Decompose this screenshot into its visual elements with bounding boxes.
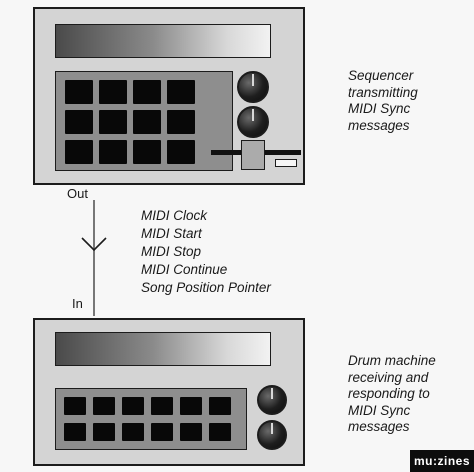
drum-pad xyxy=(180,397,202,415)
drum-pad xyxy=(122,423,144,441)
drum-pad xyxy=(209,397,231,415)
drum-pad xyxy=(64,423,86,441)
drum-machine-knob-lower xyxy=(257,420,287,450)
midi-message: MIDI Clock xyxy=(141,208,208,223)
drum-machine-caption-line: responding to xyxy=(348,386,430,401)
drum-machine-pad-panel xyxy=(55,388,247,450)
drum-pad xyxy=(151,423,173,441)
midi-message: MIDI Stop xyxy=(141,244,202,259)
drum-pad xyxy=(64,397,86,415)
sequencer-pad xyxy=(133,140,161,164)
midi-sync-message-list: MIDI Clock MIDI Start MIDI Stop MIDI Con… xyxy=(141,207,271,297)
drum-machine-knob-upper xyxy=(257,385,287,415)
drum-machine-caption: Drum machine receiving and responding to… xyxy=(348,353,436,436)
midi-message: Song Position Pointer xyxy=(141,280,271,295)
drum-pad xyxy=(209,423,231,441)
midi-message: MIDI Continue xyxy=(141,262,228,277)
sequencer-pad xyxy=(167,80,195,104)
sequencer-caption-line: Sequencer xyxy=(348,68,414,83)
drum-machine-device xyxy=(33,318,305,466)
sequencer-pad xyxy=(99,80,127,104)
drum-machine-caption-line: Drum machine xyxy=(348,353,436,368)
drum-pad xyxy=(93,423,115,441)
sequencer-knob-lower xyxy=(237,106,269,138)
sequencer-caption-line: MIDI Sync xyxy=(348,101,411,116)
sequencer-fader-knob xyxy=(241,140,265,170)
drum-pad xyxy=(180,423,202,441)
sequencer-pad xyxy=(65,140,93,164)
sequencer-pad xyxy=(133,110,161,134)
sequencer-display xyxy=(55,24,271,58)
sequencer-pad xyxy=(99,140,127,164)
sequencer-led xyxy=(275,159,297,167)
drum-pad xyxy=(122,397,144,415)
watermark-badge: mu:zines xyxy=(410,450,474,472)
in-port-label: In xyxy=(72,296,83,311)
sequencer-caption-line: messages xyxy=(348,117,410,133)
sequencer-pad xyxy=(65,80,93,104)
drum-machine-caption-line: messages xyxy=(348,419,410,434)
sequencer-pad xyxy=(99,110,127,134)
drum-pad xyxy=(93,397,115,415)
cable-direction-arrow-icon xyxy=(81,237,107,252)
sequencer-pad xyxy=(167,140,195,164)
sequencer-device xyxy=(33,7,305,185)
sequencer-pad xyxy=(65,110,93,134)
out-port-label: Out xyxy=(67,186,88,201)
sequencer-pad-panel xyxy=(55,71,233,171)
drum-machine-caption-line: MIDI Sync xyxy=(348,402,411,418)
sequencer-caption: Sequencer transmitting MIDI Sync message… xyxy=(348,68,418,134)
sequencer-knob-upper xyxy=(237,71,269,103)
drum-machine-caption-line: receiving and xyxy=(348,369,429,385)
sequencer-caption-line: transmitting xyxy=(348,84,418,100)
drum-machine-display xyxy=(55,332,271,366)
sequencer-pad xyxy=(167,110,195,134)
sequencer-pad xyxy=(133,80,161,104)
midi-message: MIDI Start xyxy=(141,226,202,241)
midi-cable xyxy=(93,200,95,316)
drum-pad xyxy=(151,397,173,415)
